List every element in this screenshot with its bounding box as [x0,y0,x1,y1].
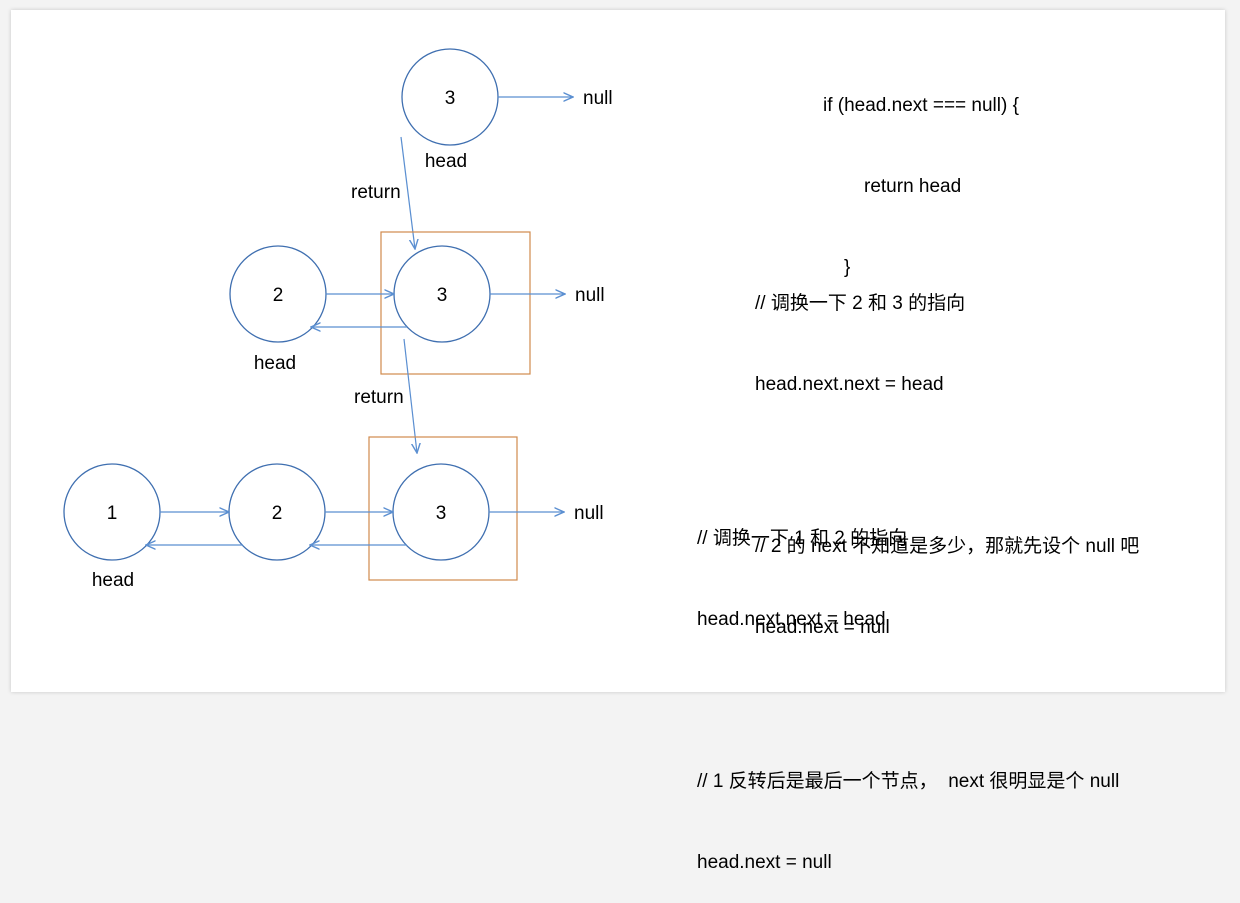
swap-2-3-comment-2: // 2 的 next 不知道是多少，那就先设个 null 吧 [755,536,1140,557]
swap-1-2-code-2: head.next = null [697,852,832,873]
base-case-line-2: return head [864,176,962,197]
row3-highlight-box [368,436,518,581]
swap-1-2-code-1: head.next.next = head [697,609,886,630]
row2-highlight-box [380,231,531,375]
return-label-1: return [351,182,401,203]
linked-list-diagram: 3 null head return 2 3 null head return … [63,48,613,591]
row2-head-label: head [254,353,296,374]
row1-null-label: null [583,88,613,109]
swap-2-3-code-1: head.next.next = head [755,374,944,395]
return-arrow-1 [400,136,415,249]
base-case-line-1: if (head.next === null) { [823,95,1019,116]
row1-head-label: head [425,151,467,172]
row3-node-2-label: 2 [272,503,283,524]
base-case-code: if (head.next === null) { return head } [823,38,1019,308]
swap-2-3-notes: // 调换一下 2 和 3 的指向 head.next.next = head … [755,236,1139,668]
swap-2-3-code-2: head.next = null [755,617,890,638]
row2-null-label: null [575,285,605,306]
row2-node-2-label: 2 [273,285,284,306]
base-case-line-3: } [844,257,851,278]
row2-node-3-label: 3 [437,285,448,306]
return-label-2: return [354,387,404,408]
swap-1-2-comment-2: // 1 反转后是最后一个节点， next 很明显是个 null [697,771,1120,792]
row3-node-3-label: 3 [436,503,447,524]
swap-2-3-comment: // 调换一下 2 和 3 的指向 [755,293,966,314]
row3-head-label: head [92,570,134,591]
row1-node-3-label: 3 [445,88,456,109]
swap-1-2-comment: // 调换一下 1 和 2 的指向 [697,528,908,549]
row3-null-label: null [574,503,604,524]
row3-group: 1 2 3 null head [63,436,604,591]
row2-group: 2 3 null head [229,231,605,375]
row3-node-1-label: 1 [107,503,118,524]
swap-1-2-notes: // 调换一下 1 和 2 的指向 head.next.next = head … [697,471,1119,903]
row1-group: 3 null head [401,48,613,172]
slide-canvas [11,10,1225,692]
return-arrow-2 [403,338,417,453]
